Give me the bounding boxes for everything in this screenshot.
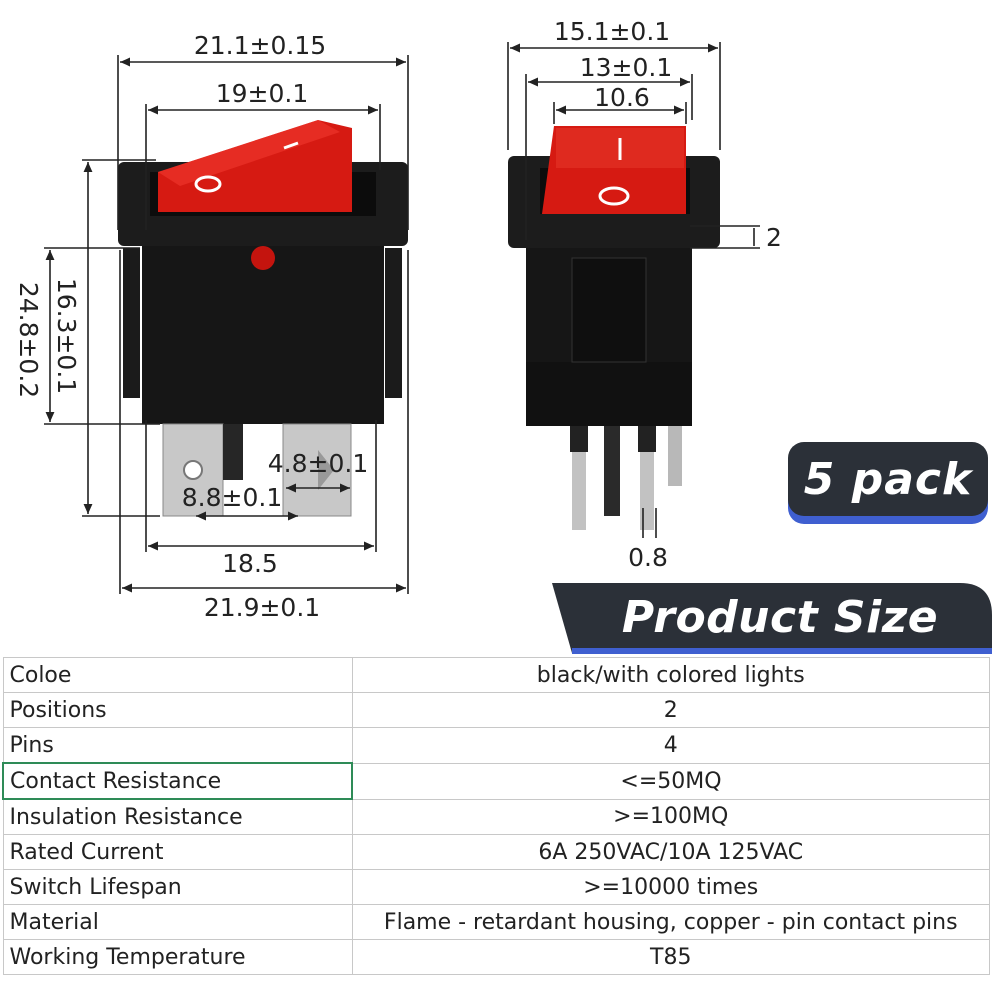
- table-row: Insulation Resistance>=100MQ: [2, 798, 990, 835]
- dim-overall-width-bottom: 21.9±0.1: [204, 593, 320, 622]
- spec-value: Flame - retardant housing, copper - pin …: [351, 904, 990, 940]
- dim-side-overall: 15.1±0.1: [554, 17, 670, 46]
- spec-value: >=100MQ: [351, 798, 990, 835]
- dim-side-body: 13±0.1: [580, 53, 673, 82]
- dim-flange-thickness: 2: [766, 223, 782, 252]
- spec-label: Material: [2, 904, 353, 940]
- dim-body-height: 16.3±0.1: [52, 278, 81, 394]
- front-view-switch: [118, 120, 408, 517]
- table-row: Contact Resistance<=50MQ: [2, 762, 990, 800]
- dim-terminal-width: 4.8±0.1: [268, 449, 368, 478]
- spec-label: Coloe: [2, 657, 353, 693]
- spec-label: Rated Current: [2, 834, 353, 870]
- front-dimension-lines: [44, 55, 409, 594]
- spec-label: Contact Resistance: [2, 762, 353, 800]
- spec-value: 6A 250VAC/10A 125VAC: [351, 834, 990, 870]
- dim-terminal-pitch: 8.8±0.1: [182, 483, 282, 512]
- dim-side-rocker: 10.6: [594, 83, 650, 112]
- spec-value: 2: [351, 692, 990, 728]
- spec-label: Insulation Resistance: [2, 798, 353, 835]
- off-symbol-icon: [194, 175, 222, 193]
- table-row: Switch Lifespan>=10000 times: [2, 869, 990, 905]
- dim-overall-width-top: 21.1±0.15: [194, 31, 326, 60]
- spec-label: Positions: [2, 692, 353, 728]
- product-size-title: Product Size: [621, 592, 939, 643]
- spec-label: Working Temperature: [2, 939, 353, 975]
- spec-value: T85: [351, 939, 990, 975]
- side-dimension-lines: [507, 42, 760, 538]
- dim-pin-thickness: 0.8: [628, 543, 668, 572]
- spec-value: black/with colored lights: [351, 657, 990, 693]
- spec-label: Switch Lifespan: [2, 869, 353, 905]
- spec-value: >=10000 times: [351, 869, 990, 905]
- pack-badge: 5 pack: [788, 442, 988, 516]
- dim-overall-height: 24.8±0.2: [14, 282, 43, 398]
- spec-label: Pins: [2, 727, 353, 764]
- dim-body-width: 18.5: [222, 549, 278, 578]
- product-size-banner-bg: [552, 583, 992, 653]
- spec-value: <=50MQ: [351, 762, 990, 800]
- side-view-switch: [508, 126, 720, 530]
- on-symbol-icon: [283, 141, 299, 150]
- dimension-drawing: 21.1±0.15 19±0.1 24.8±0.2 16.3±0.1 4.8±0…: [14, 17, 992, 654]
- banner-accent: [572, 648, 992, 654]
- spec-value: 4: [351, 727, 990, 764]
- side-off-symbol-icon: [598, 186, 630, 206]
- dim-rocker-width: 19±0.1: [216, 79, 309, 108]
